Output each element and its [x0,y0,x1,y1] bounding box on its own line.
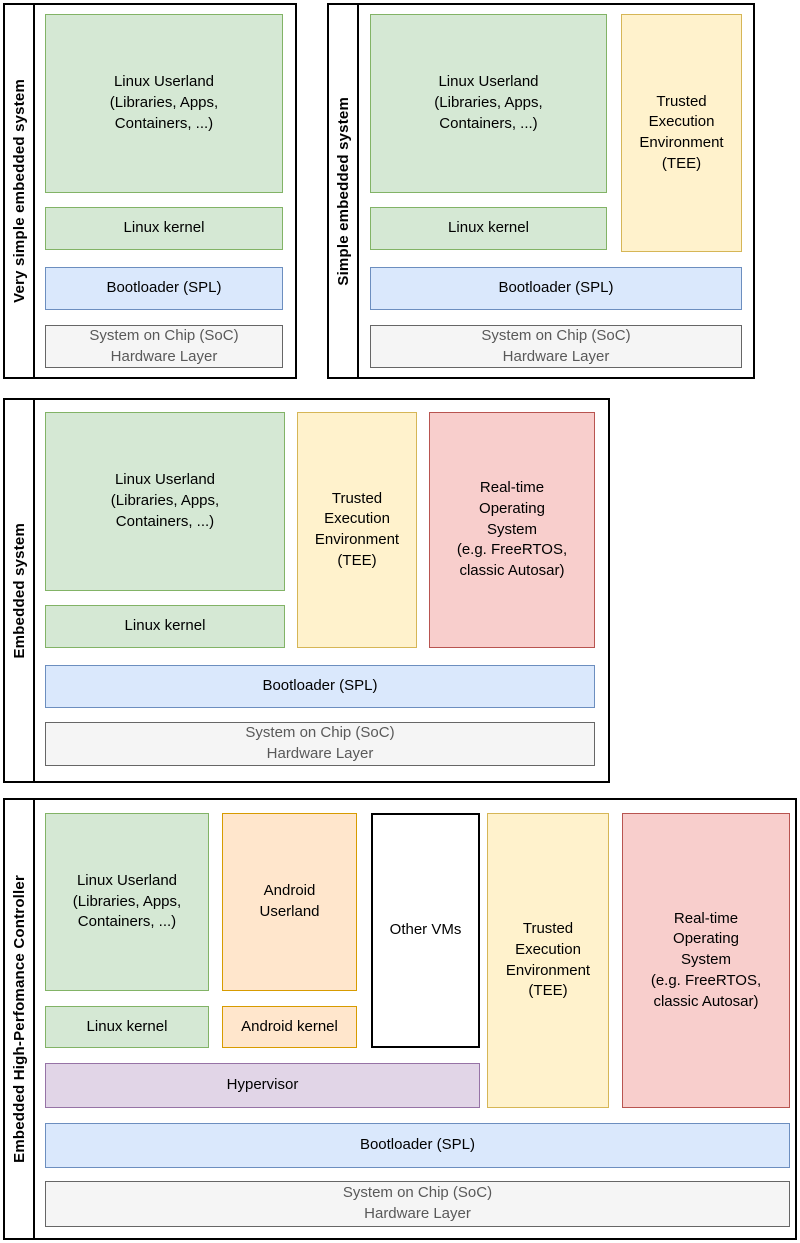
box-soc-hardware: System on Chip (SoC) Hardware Layer [370,325,742,368]
box-linux-kernel: Linux kernel [45,207,283,250]
box-bootloader: Bootloader (SPL) [45,665,595,708]
box-tee: Trusted Execution Environment (TEE) [487,813,609,1108]
box-tee: Trusted Execution Environment (TEE) [297,412,417,648]
box-soc-hardware: System on Chip (SoC) Hardware Layer [45,722,595,766]
panel-title: Simple embedded system [334,96,352,286]
box-rtos: Real-time Operating System (e.g. FreeRTO… [429,412,595,648]
box-linux-userland: Linux Userland (Libraries, Apps, Contain… [45,14,283,193]
box-linux-kernel: Linux kernel [45,605,285,648]
panel-title-strip: Embedded High-Perfomance Controller [5,800,35,1238]
box-bootloader: Bootloader (SPL) [45,267,283,310]
panel-title: Very simple embedded system [10,79,28,303]
box-android-kernel: Android kernel [222,1006,357,1048]
box-bootloader: Bootloader (SPL) [370,267,742,310]
box-linux-userland: Linux Userland (Libraries, Apps, Contain… [45,813,209,991]
panel-title-strip: Embedded system [5,400,35,781]
box-other-vms: Other VMs [371,813,480,1048]
box-linux-kernel: Linux kernel [370,207,607,250]
box-soc-hardware: System on Chip (SoC) Hardware Layer [45,1181,790,1227]
box-soc-hardware: System on Chip (SoC) Hardware Layer [45,325,283,368]
box-linux-kernel: Linux kernel [45,1006,209,1048]
panel-title: Embedded High-Perfomance Controller [10,875,28,1163]
panel-title-strip: Simple embedded system [329,5,359,377]
box-bootloader: Bootloader (SPL) [45,1123,790,1168]
box-linux-userland: Linux Userland (Libraries, Apps, Contain… [370,14,607,193]
box-tee: Trusted Execution Environment (TEE) [621,14,742,252]
panel-embedded-system: Embedded system Linux Userland (Librarie… [3,398,610,783]
box-hypervisor: Hypervisor [45,1063,480,1108]
panel-simple-embedded-system: Simple embedded system Linux Userland (L… [327,3,755,379]
panel-very-simple-embedded-system: Very simple embedded system Linux Userla… [3,3,297,379]
box-linux-userland: Linux Userland (Libraries, Apps, Contain… [45,412,285,591]
box-android-userland: Android Userland [222,813,357,991]
panel-title-strip: Very simple embedded system [5,5,35,377]
panel-embedded-high-perfomance-controller: Embedded High-Perfomance Controller Linu… [3,798,797,1240]
panel-title: Embedded system [10,522,28,659]
box-rtos: Real-time Operating System (e.g. FreeRTO… [622,813,790,1108]
